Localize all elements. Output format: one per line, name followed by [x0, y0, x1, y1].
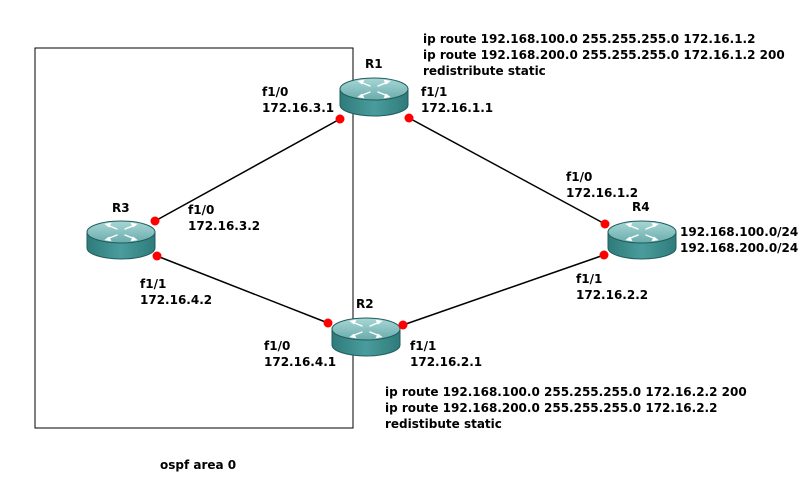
interface-dot-r4-f10[interactable]: [600, 219, 610, 229]
ip-label-r1-f11: 172.16.1.1: [421, 101, 493, 115]
port-label-r3-f11: f1/1: [140, 277, 166, 291]
r2-config-line-3: redistibute static: [385, 417, 502, 431]
port-label-r2-f11: f1/1: [410, 339, 436, 353]
router-name-r2: R2: [356, 297, 374, 311]
interface-dot-r1-f11[interactable]: [404, 113, 414, 123]
interface-dot-r3-f10[interactable]: [150, 216, 160, 226]
router-r2[interactable]: [331, 317, 401, 357]
port-label-r2-f10: f1/0: [264, 339, 290, 353]
interface-dot-r4-f11[interactable]: [599, 250, 609, 260]
interface-dot-r1-f10[interactable]: [335, 114, 345, 124]
r2-config-line-2: ip route 192.168.200.0 255.255.255.0 172…: [385, 401, 717, 415]
ip-label-r3-f11: 172.16.4.2: [140, 293, 212, 307]
r1-config-line-1: ip route 192.168.100.0 255.255.255.0 172…: [423, 32, 755, 46]
router-r3[interactable]: [86, 220, 156, 260]
ip-label-r3-f10: 172.16.3.2: [188, 219, 260, 233]
port-label-r4-f10: f1/0: [566, 170, 592, 184]
link-r2-r4: [402, 254, 605, 326]
router-name-r4: R4: [632, 200, 650, 214]
router-r4[interactable]: [607, 220, 677, 260]
interface-dot-r3-f11[interactable]: [152, 251, 162, 261]
interface-dot-r2-f11[interactable]: [398, 320, 408, 330]
r2-config-line-1: ip route 192.168.100.0 255.255.255.0 172…: [385, 385, 747, 399]
r1-config-line-2: ip route 192.168.200.0 255.255.255.0 172…: [423, 48, 785, 62]
ip-label-r1-f10: 172.16.3.1: [262, 101, 334, 115]
link-r1-r4: [408, 117, 606, 225]
port-label-r3-f10: f1/0: [188, 203, 214, 217]
port-label-r4-f11: f1/1: [576, 272, 602, 286]
ip-label-r2-f11: 172.16.2.1: [410, 355, 482, 369]
r4-network-2: 192.168.200.0/24: [680, 241, 798, 255]
router-r1[interactable]: [339, 77, 409, 117]
ip-label-r2-f10: 172.16.4.1: [264, 355, 336, 369]
interface-dot-r2-f10[interactable]: [323, 318, 333, 328]
link-r3-r2: [156, 255, 329, 324]
router-name-r1: R1: [365, 57, 383, 71]
router-name-r3: R3: [112, 201, 130, 215]
r4-network-1: 192.168.100.0/24: [680, 225, 798, 239]
ip-label-r4-f11: 172.16.2.2: [576, 288, 648, 302]
r1-config-line-3: redistribute static: [423, 64, 546, 78]
link-r1-r3: [154, 118, 341, 222]
ospf-area-label: ospf area 0: [160, 458, 236, 472]
ospf-area-box: [34, 47, 354, 429]
ip-label-r4-f10: 172.16.1.2: [566, 186, 638, 200]
port-label-r1-f10: f1/0: [262, 85, 288, 99]
port-label-r1-f11: f1/1: [421, 85, 447, 99]
